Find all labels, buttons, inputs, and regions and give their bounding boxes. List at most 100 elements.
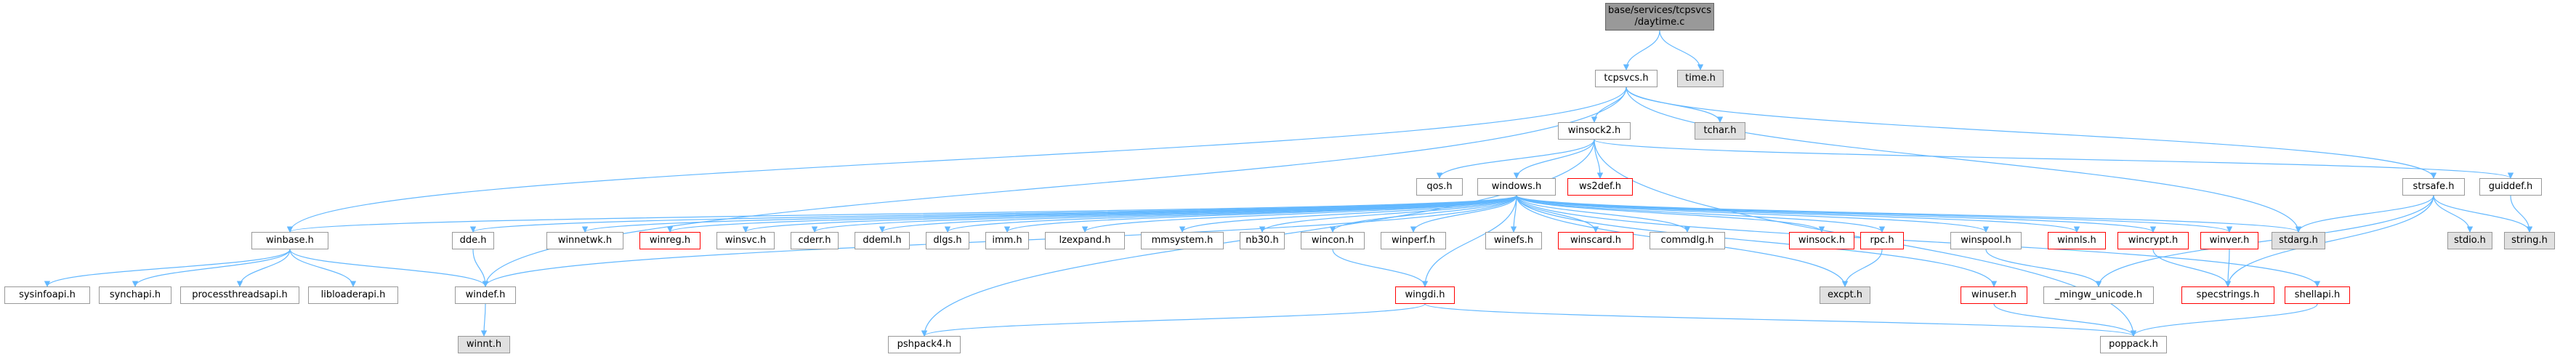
edge-root-tcpsvcs — [1623, 30, 1660, 71]
edge-winbase-processthreadsapi — [236, 249, 291, 287]
node-windows-h[interactable]: windows.h — [1477, 178, 1556, 196]
edge-windows-winver — [1516, 195, 2232, 233]
node-winscard-h[interactable]: winscard.h — [1558, 232, 1634, 249]
edge-winbase-windef — [289, 249, 489, 287]
node-winsock-h[interactable]: winsock.h — [1789, 232, 1854, 249]
edge-windows-wingdi — [1421, 195, 1517, 287]
node-windef-h[interactable]: windef.h — [455, 286, 516, 304]
edge-windows-imm — [1004, 195, 1517, 233]
edge-windows-winscard — [1516, 195, 1599, 233]
edge-wingdi-poppack — [1424, 303, 2136, 337]
node-winbase-h[interactable]: winbase.h — [251, 232, 328, 249]
node-rpc-h[interactable]: rpc.h — [1860, 232, 1904, 249]
node-wincrypt-h[interactable]: wincrypt.h — [2117, 232, 2189, 249]
node-time-h[interactable]: time.h — [1677, 70, 1724, 87]
edge-winuser-poppack — [1993, 303, 2137, 337]
node-tchar-h[interactable]: tchar.h — [1695, 122, 1745, 140]
edge-windows-mmsystem — [1179, 195, 1517, 233]
node-nb30-h[interactable]: nb30.h — [1240, 232, 1285, 249]
node-synchapi-h[interactable]: synchapi.h — [99, 286, 171, 304]
node-winnt-h[interactable]: winnt.h — [458, 336, 510, 353]
node-string-h[interactable]: string.h — [2504, 232, 2555, 249]
edge-dde-windef — [472, 249, 489, 287]
node-tcpsvcs-h[interactable]: tcpsvcs.h — [1595, 70, 1658, 87]
node-lzexpand-h[interactable]: lzexpand.h — [1045, 232, 1125, 249]
node-guiddef-h[interactable]: guiddef.h — [2479, 178, 2542, 196]
edge-wincrypt-specstrings — [2152, 249, 2232, 287]
node-strsafe-h[interactable]: strsafe.h — [2402, 178, 2465, 196]
edge-windows-winnls — [1516, 195, 2080, 233]
node-poppack-h[interactable]: poppack.h — [2100, 336, 2167, 353]
edge-winspool-mingw_unicode — [1985, 249, 2102, 287]
edge-strsafe-mingw_unicode — [2095, 195, 2434, 287]
node-dde-h[interactable]: dde.h — [452, 232, 494, 249]
edge-windows-stdarg — [1516, 195, 2301, 233]
edge-strsafe-stdio — [2433, 195, 2474, 233]
node-winnls-h[interactable]: winnls.h — [2048, 232, 2106, 249]
node-winperf-h[interactable]: winperf.h — [1381, 232, 1446, 249]
node-specstrings-h[interactable]: specstrings.h — [2181, 286, 2274, 304]
node-excpt-h[interactable]: excpt.h — [1820, 286, 1870, 304]
root-file-line1: base/services/tcpsvcs — [1608, 5, 1711, 16]
edge-root-time — [1659, 30, 1704, 71]
edge-strsafe-string — [2433, 195, 2533, 233]
edge-tcpsvcs-strsafe — [1626, 87, 2437, 179]
node-commdlg-h[interactable]: commdlg.h — [1650, 232, 1725, 249]
node-ws2def-h[interactable]: ws2def.h — [1567, 178, 1633, 196]
node-imm-h[interactable]: imm.h — [985, 232, 1029, 249]
edge-windows-winspool — [1516, 195, 1990, 233]
edge-shellapi-poppack — [2130, 303, 2318, 337]
edge-winsock2-windows — [1513, 139, 1595, 179]
node-wingdi-h[interactable]: wingdi.h — [1395, 286, 1455, 304]
node-ddeml-h[interactable]: ddeml.h — [855, 232, 910, 249]
edge-windef-winnt — [480, 303, 488, 337]
node-mingw-unicode-h[interactable]: _mingw_unicode.h — [2043, 286, 2154, 304]
node-winsvc-h[interactable]: winsvc.h — [716, 232, 775, 249]
node-winnetwk-h[interactable]: winnetwk.h — [546, 232, 623, 249]
edge-winsock2-guiddef — [1594, 139, 2514, 179]
edge-winbase-sysinfoapi — [44, 249, 291, 287]
node-winspool-h[interactable]: winspool.h — [1950, 232, 2022, 249]
edge-windows-shellapi — [1516, 195, 2321, 287]
edge-tcpsvcs-winbase — [286, 87, 1627, 233]
node-winefs-h[interactable]: winefs.h — [1485, 232, 1542, 249]
edge-rpc-excpt — [1841, 249, 1883, 287]
node-dlgs-h[interactable]: dlgs.h — [926, 232, 969, 249]
edge-windows-lzexpand — [1081, 195, 1517, 233]
root-file-node[interactable]: base/services/tcpsvcs /daytime.c — [1605, 3, 1714, 31]
node-pshpack4-h[interactable]: pshpack4.h — [888, 336, 961, 353]
edge-windows-rpc — [1516, 195, 1886, 233]
edge-tcpsvcs-stdarg — [1626, 87, 2302, 233]
node-shellapi-h[interactable]: shellapi.h — [2285, 286, 2350, 304]
node-stdio-h[interactable]: stdio.h — [2447, 232, 2492, 249]
edge-windows-dde — [470, 195, 1517, 233]
edge-windows-winsvc — [743, 195, 1517, 233]
edge-guiddef-string — [2510, 195, 2533, 233]
edge-wincon-wingdi — [1332, 249, 1429, 287]
edge-winsock2-qos — [1436, 139, 1595, 179]
node-processthreadsapi-h[interactable]: processthreadsapi.h — [180, 286, 299, 304]
node-wincon-h[interactable]: wincon.h — [1301, 232, 1365, 249]
node-mmsystem-h[interactable]: mmsystem.h — [1141, 232, 1224, 249]
edge-wingdi-pshpack4 — [921, 303, 1426, 337]
node-stdarg-h[interactable]: stdarg.h — [2272, 232, 2325, 249]
edge-windows-nb30 — [1259, 195, 1517, 233]
node-winuser-h[interactable]: winuser.h — [1961, 286, 2027, 304]
edge-windows-winperf — [1410, 195, 1517, 233]
node-winsock2-h[interactable]: winsock2.h — [1558, 122, 1631, 140]
edge-windows-winnetwk — [582, 195, 1517, 233]
edge-windows-winbase — [287, 195, 1517, 233]
node-libloaderapi-h[interactable]: libloaderapi.h — [308, 286, 398, 304]
node-qos-h[interactable]: qos.h — [1416, 178, 1463, 196]
node-sysinfoapi-h[interactable]: sysinfoapi.h — [4, 286, 90, 304]
edge-winbase-synchapi — [132, 249, 291, 287]
edge-strsafe-specstrings — [2224, 195, 2434, 287]
edge-windows-wincon — [1329, 195, 1517, 233]
edge-strsafe-stdarg — [2295, 195, 2434, 233]
edge-windows-winuser — [1516, 195, 1998, 287]
node-winver-h[interactable]: winver.h — [2200, 232, 2258, 249]
node-winreg-h[interactable]: winreg.h — [639, 232, 700, 249]
node-cderr-h[interactable]: cderr.h — [791, 232, 839, 249]
edge-windows-winsock — [1516, 195, 1825, 233]
